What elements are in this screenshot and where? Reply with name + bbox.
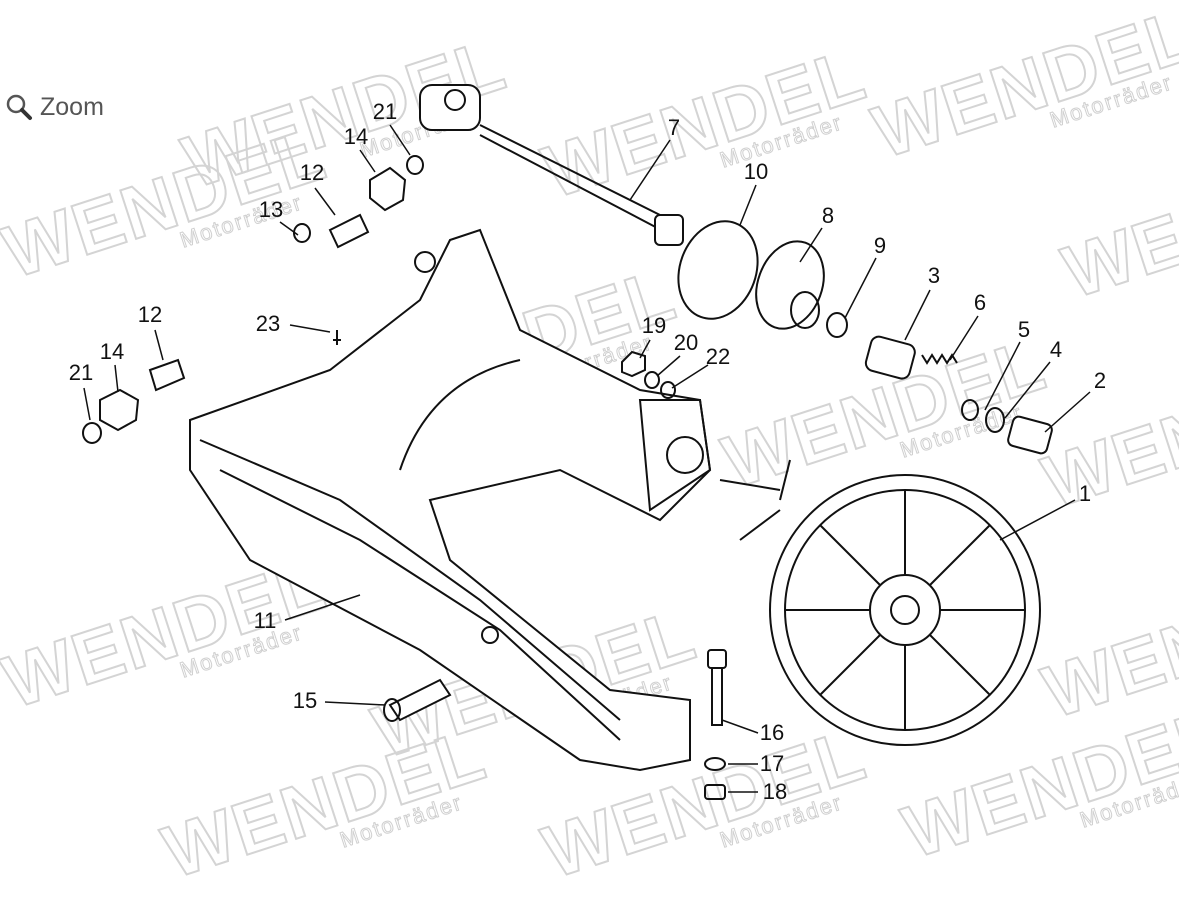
washer-part-17: [704, 757, 726, 771]
callout-number: 14: [99, 339, 125, 364]
callout-number: 23: [255, 311, 281, 336]
callout-number: 22: [705, 344, 731, 369]
callout-number: 4: [1049, 337, 1063, 362]
callout-number: 21: [372, 99, 398, 124]
zoom-label: Zoom: [40, 92, 104, 121]
callout-number: 18: [762, 779, 788, 804]
adjuster-part-12: [328, 213, 370, 249]
swingarm-part-11: [189, 228, 712, 772]
nut-part-14: [369, 166, 407, 212]
callout-number: 16: [759, 720, 785, 745]
leader-lines: [83, 124, 1091, 793]
washer-part-20: [644, 371, 660, 389]
callout-number: 6: [973, 290, 987, 315]
callout-number: 8: [821, 203, 835, 228]
nut-part-14b: [99, 388, 140, 432]
boot-part-8: [755, 240, 825, 330]
gear-part-2: [1007, 415, 1053, 455]
callout-number: 10: [743, 159, 769, 184]
callout-number: 12: [299, 160, 325, 185]
nut-part-18: [704, 784, 726, 800]
callout-number: 19: [641, 313, 667, 338]
bushing-part-3: [864, 335, 916, 380]
callout-number: 20: [673, 330, 699, 355]
callout-number: 7: [667, 115, 681, 140]
callout-number: 2: [1093, 368, 1107, 393]
wheel-hub-part-1: [719, 459, 1041, 746]
cap-part-21: [406, 155, 424, 175]
callout-number: 11: [253, 608, 277, 633]
washer-part-4: [985, 407, 1005, 433]
magnifier-icon: [6, 94, 32, 120]
spring-part-6: [921, 353, 958, 365]
exploded-parts-diagram: [82, 84, 1091, 800]
drive-shaft-part-7: [419, 84, 684, 246]
callout-number: 12: [137, 302, 163, 327]
callout-number: 17: [759, 751, 785, 776]
ring-part-5: [961, 399, 979, 421]
callout-number: 15: [292, 688, 318, 713]
callout-number: 9: [873, 233, 887, 258]
o-ring-part-9: [826, 312, 848, 338]
nut-part-19: [621, 350, 646, 378]
bolt-part-16: [707, 649, 727, 726]
callout-number: 14: [343, 124, 369, 149]
callout-number: 13: [258, 197, 284, 222]
callout-number: 21: [68, 360, 94, 385]
callout-number: 5: [1017, 317, 1031, 342]
fitting-part-23: [333, 330, 341, 345]
washer-part-22: [660, 381, 676, 399]
zoom-button[interactable]: Zoom: [4, 92, 104, 122]
bolt-part-15: [383, 678, 452, 722]
clamp-ring-part-10: [677, 220, 759, 320]
callout-number: 1: [1078, 481, 1092, 506]
adjuster-part-12b: [148, 358, 186, 392]
callout-number: 3: [927, 263, 941, 288]
cap-part-21b: [82, 422, 102, 444]
